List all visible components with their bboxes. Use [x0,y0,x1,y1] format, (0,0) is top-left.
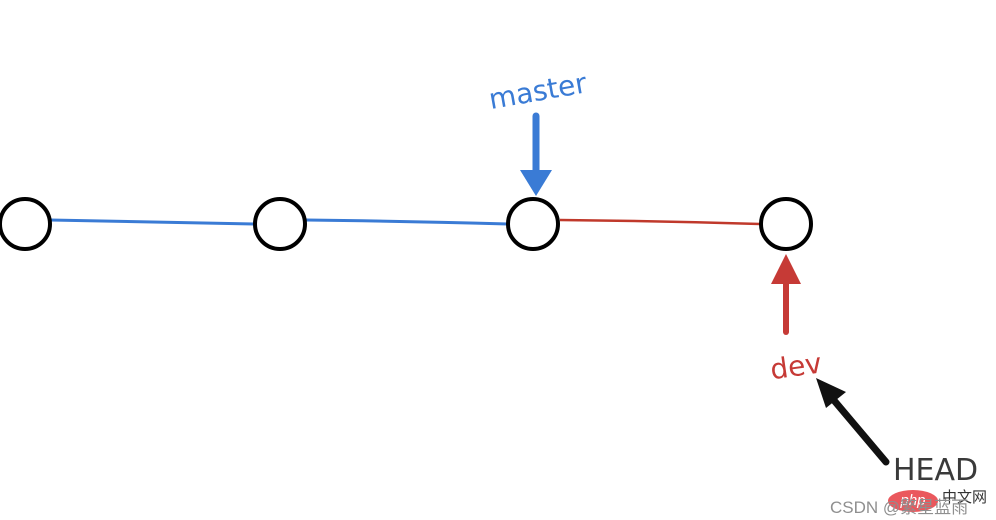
php-cn-label: 中文网 [942,488,988,506]
edge-c2-c3 [305,218,509,226]
php-logo: php [888,490,938,512]
commit-node-2[interactable] [253,197,307,251]
edge-c3-c4 [559,218,761,226]
head-label: HEAD [893,453,978,488]
commit-node-1[interactable] [0,197,52,251]
csdn-watermark: CSDN @繁星蓝雨 [830,498,969,517]
edge-c1-c2 [49,218,255,226]
dev-arrow-icon [771,254,801,335]
commit-node-4[interactable] [759,197,813,251]
commit-node-3[interactable] [506,197,560,251]
master-arrow-icon [520,112,552,196]
master-label: master [486,66,589,116]
head-arrow-icon [816,378,890,466]
dev-label: dev [768,346,824,386]
